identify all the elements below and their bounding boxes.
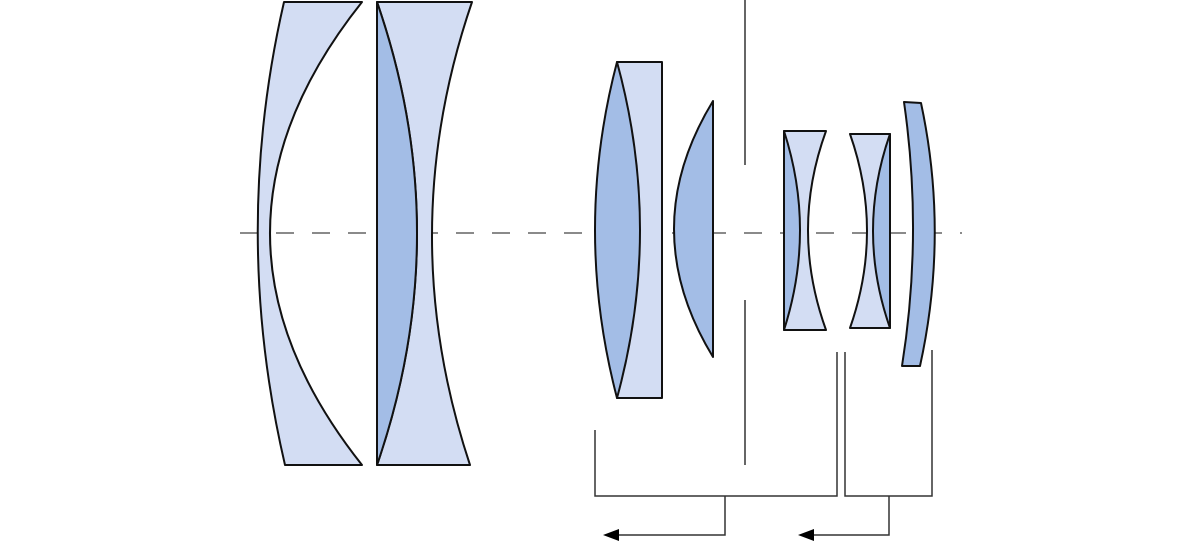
lens-element-10-convex <box>872 133 891 329</box>
lens-element-11-meniscus <box>901 101 936 367</box>
group-1-bracket <box>594 352 838 497</box>
group-2-arrow-line <box>810 496 890 536</box>
lens-element-1-meniscus <box>256 1 363 466</box>
lens-element-6-planoconvex <box>673 100 714 358</box>
lens-element-2-planoconvex <box>376 1 418 466</box>
group-1-arrow-head-icon <box>603 529 619 541</box>
lens-element-4-biconvex <box>594 61 641 399</box>
lens-element-7-convex <box>783 130 801 331</box>
group-2-bracket <box>844 350 933 497</box>
group-1-arrow-line <box>615 496 726 536</box>
group-2-arrow-head-icon <box>798 529 814 541</box>
